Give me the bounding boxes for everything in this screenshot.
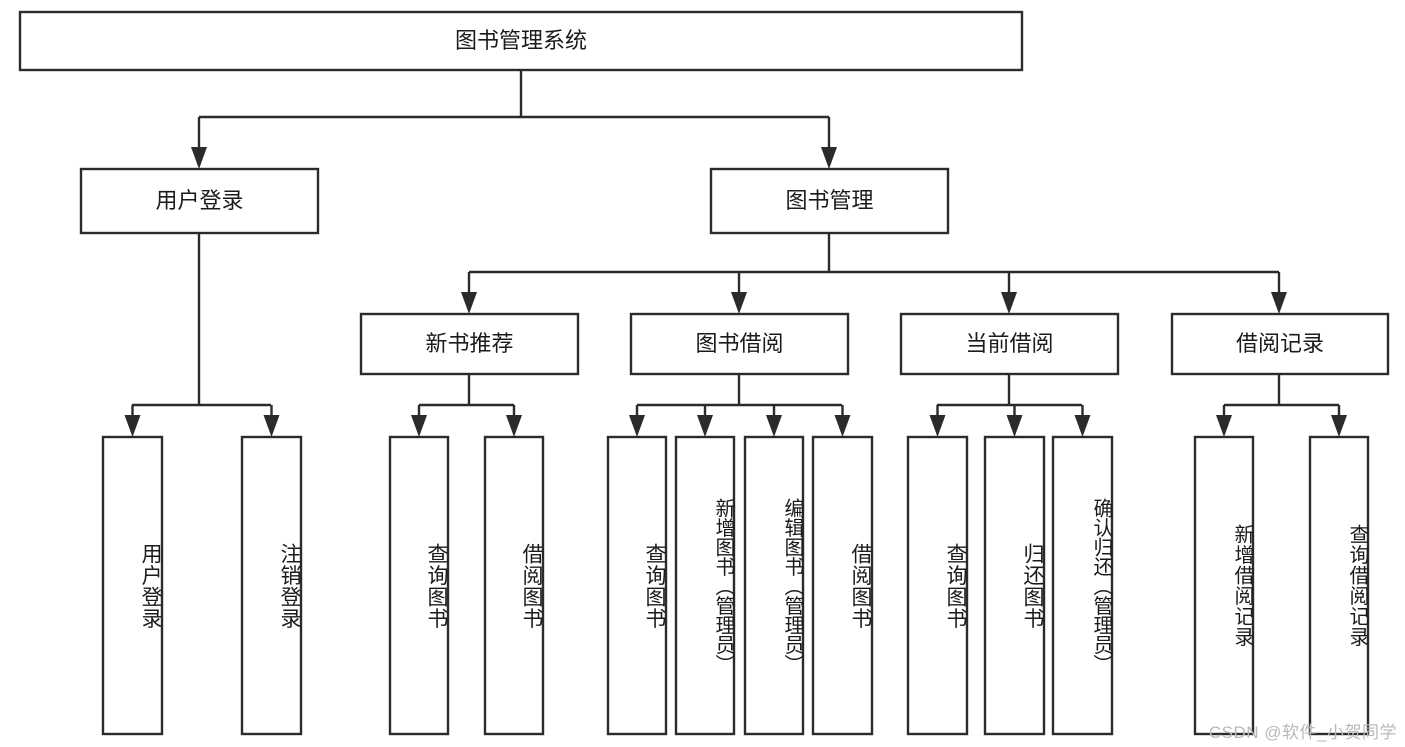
node-box-leaf-logout[interactable]	[240, 435, 303, 736]
edge-leaf-logout-arrowhead	[263, 415, 280, 437]
node-box-leaf-return-book[interactable]	[983, 435, 1046, 736]
node-label-book-borrow: 图书借阅	[695, 331, 783, 356]
edge-leaf-query-book-current-arrowhead	[929, 415, 946, 437]
node-box-borrow-record[interactable]	[1170, 312, 1390, 376]
node-label-new-book-recommend: 新书推荐	[425, 331, 513, 356]
edge-leaf-return-book-arrowhead	[1006, 415, 1023, 437]
node-label-current-borrow: 当前借阅	[965, 331, 1053, 356]
node-box-current-borrow[interactable]	[899, 312, 1120, 376]
edge-leaf-borrow-book-arrowhead	[834, 415, 851, 437]
node-box-book-management[interactable]	[709, 167, 950, 235]
edge-leaf-add-book-admin-arrowhead	[697, 415, 713, 437]
node-box-leaf-confirm-return-admin[interactable]	[1051, 435, 1114, 736]
node-box-user-login[interactable]	[79, 167, 320, 235]
edge-to-new-book-recommend-arrowhead	[461, 292, 477, 314]
edge-leaf-query-borrow-record-arrowhead	[1331, 415, 1347, 437]
edge-leaf-borrow-book-recommend-arrowhead	[506, 415, 522, 437]
edge-to-current-borrow-arrowhead	[1001, 292, 1017, 314]
edge-to-book-management-arrowhead	[821, 147, 837, 169]
connector-edges-layer	[124, 70, 1347, 437]
edge-leaf-confirm-return-admin-arrowhead	[1074, 415, 1091, 437]
edge-leaf-user-login-arrowhead	[124, 415, 141, 437]
node-box-leaf-borrow-book-recommend[interactable]	[483, 435, 545, 736]
edge-to-borrow-record-arrowhead	[1271, 292, 1287, 314]
node-box-leaf-add-book-admin[interactable]	[674, 435, 736, 736]
node-box-leaf-user-login[interactable]	[101, 435, 164, 736]
node-box-new-book-recommend[interactable]	[359, 312, 580, 376]
node-box-leaf-query-borrow-record[interactable]	[1308, 435, 1370, 736]
node-label-user-login: 用户登录	[155, 188, 243, 213]
node-box-leaf-borrow-book[interactable]	[811, 435, 874, 736]
node-box-root[interactable]	[18, 10, 1024, 72]
node-box-leaf-query-book-current[interactable]	[906, 435, 969, 736]
edge-to-user-login-arrowhead	[191, 147, 207, 169]
node-box-book-borrow[interactable]	[629, 312, 850, 376]
node-box-leaf-query-book-borrow[interactable]	[606, 435, 668, 736]
node-label-root: 图书管理系统	[455, 28, 587, 53]
node-box-leaf-query-book-recommend[interactable]	[388, 435, 450, 736]
node-label-borrow-record: 借阅记录	[1236, 331, 1324, 356]
node-box-leaf-add-borrow-record[interactable]	[1193, 435, 1255, 736]
edge-leaf-edit-book-admin-arrowhead	[766, 415, 782, 437]
node-label-book-management: 图书管理	[785, 188, 873, 213]
node-boxes-layer	[18, 10, 1390, 736]
node-box-leaf-edit-book-admin[interactable]	[743, 435, 805, 736]
edge-to-book-borrow-arrowhead	[731, 292, 747, 314]
watermark-text: CSDN @软件_小贺同学	[1208, 723, 1397, 742]
edge-leaf-query-book-borrow-arrowhead	[629, 415, 645, 437]
edge-leaf-add-borrow-record-arrowhead	[1216, 415, 1232, 437]
edge-leaf-query-book-recommend-arrowhead	[411, 415, 427, 437]
